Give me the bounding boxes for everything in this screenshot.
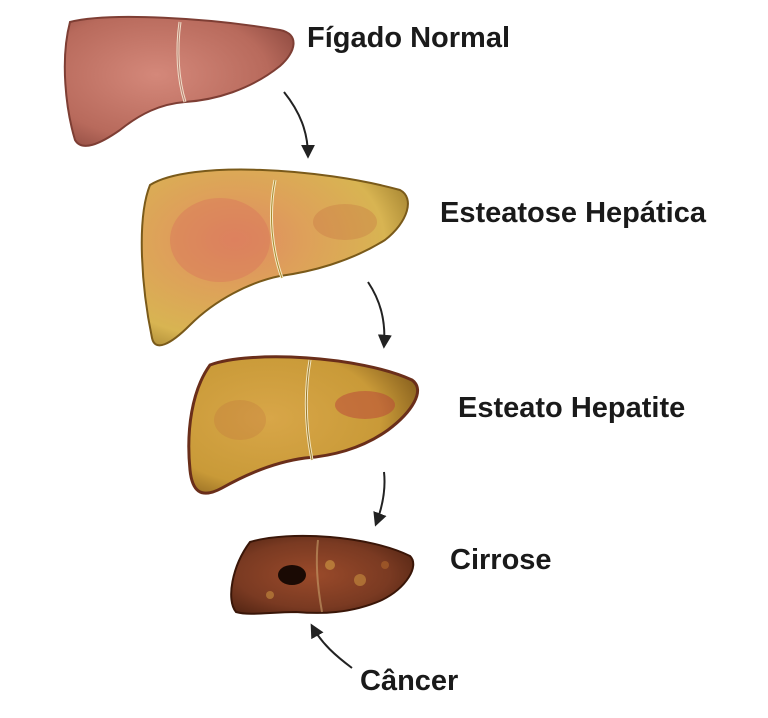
arrow-fatty-to-steatohepatitis xyxy=(367,281,392,349)
stage-label-steatohepatitis: Esteato Hepatite xyxy=(458,392,686,424)
arrow-normal-to-fatty xyxy=(283,91,315,159)
stage-label-cirrhosis: Cirrose xyxy=(450,544,552,576)
stage-label-cancer: Câncer xyxy=(360,665,459,697)
stage-label-fatty-liver: Esteatose Hepática xyxy=(440,197,706,229)
liver-fatty-icon xyxy=(140,168,409,347)
arrow-steatohepatitis-to-cirrhosis xyxy=(373,471,387,527)
arrow-cancer-to-cirrhosis xyxy=(310,623,353,669)
liver-steatohepatitis-icon xyxy=(187,355,419,495)
stage-label-normal-liver: Fígado Normal xyxy=(307,22,511,54)
liver-cirrhosis-icon xyxy=(230,534,415,615)
liver-normal-icon xyxy=(63,15,295,147)
